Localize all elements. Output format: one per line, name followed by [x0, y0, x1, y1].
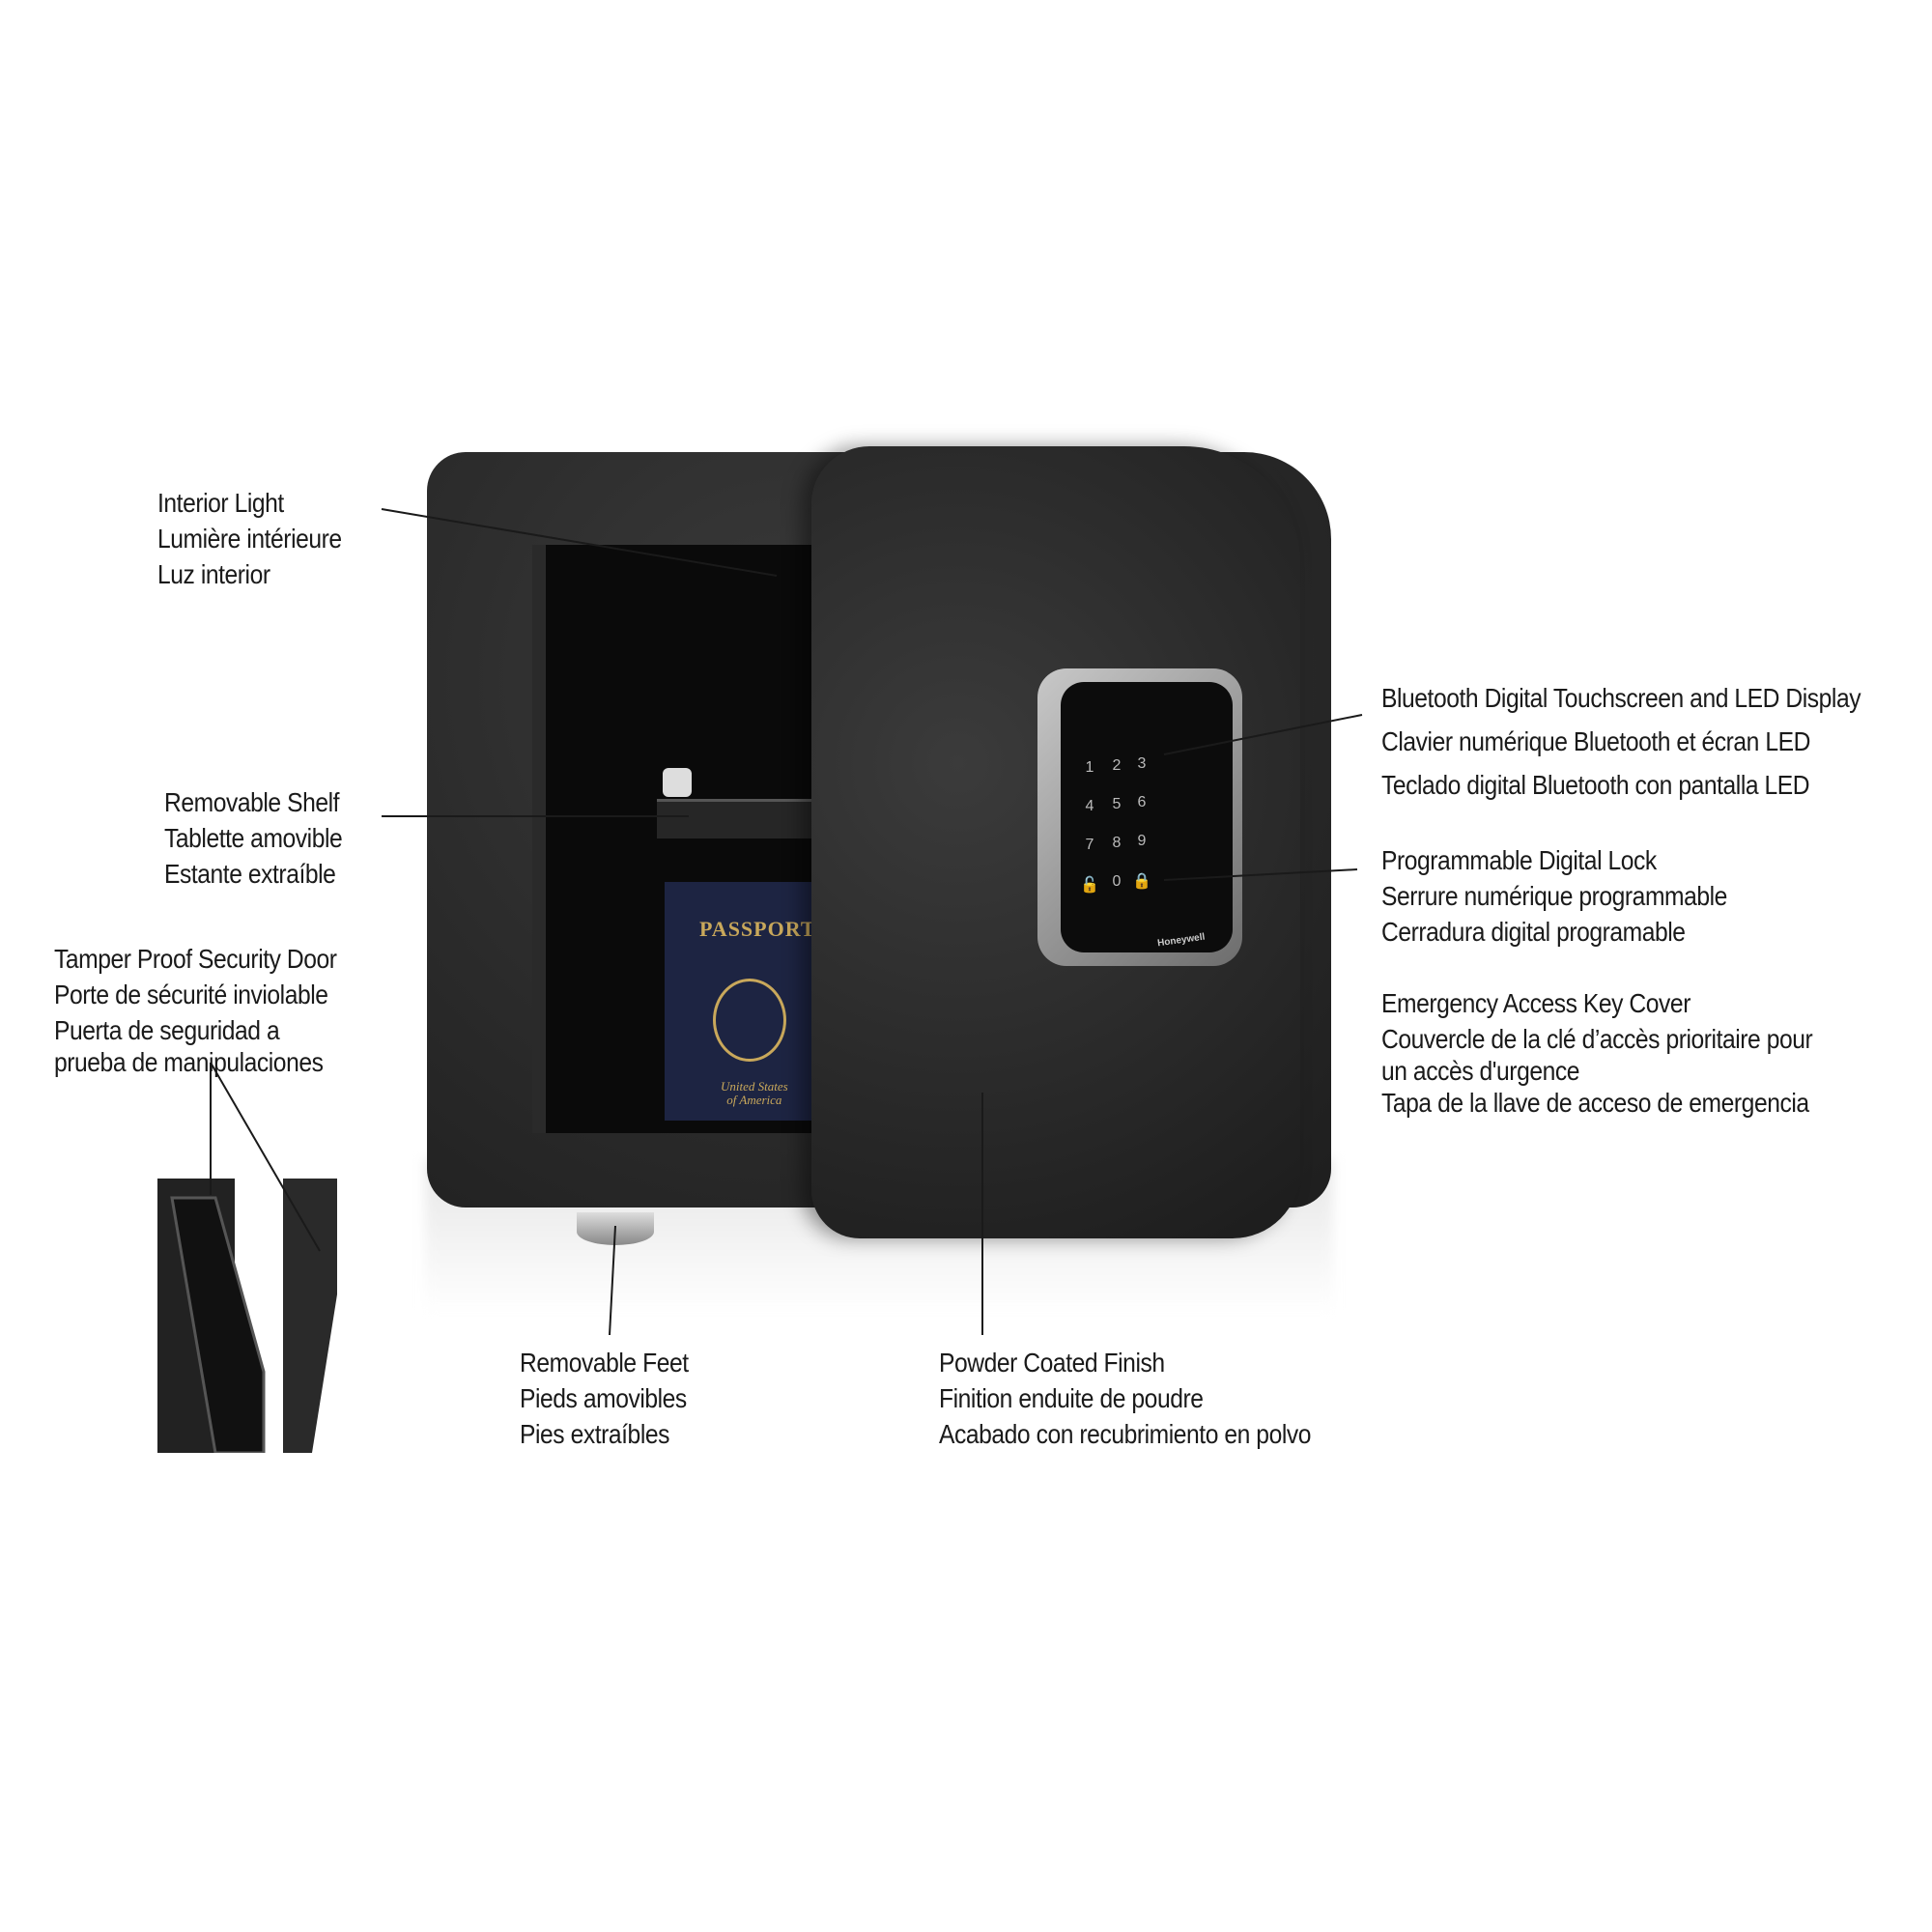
- line-bluetooth: [1163, 714, 1363, 755]
- key-0[interactable]: 0: [1112, 873, 1122, 890]
- door-detail-inset: [157, 1179, 337, 1453]
- callout-bluetooth: Bluetooth Digital Touchscreen and LED Di…: [1381, 683, 1861, 800]
- line-tamper-2: [210, 1062, 321, 1252]
- door-edge-illustration: [157, 1179, 337, 1453]
- line-removable-feet: [609, 1225, 616, 1336]
- digital-keypad[interactable]: 1 2 3 4 5 6 7 8 9 🔓 0 🔒 Honeywell: [1037, 668, 1242, 966]
- key-2[interactable]: 2: [1112, 757, 1122, 774]
- shelf-latch: [663, 768, 692, 797]
- unlock-icon[interactable]: 🔓: [1080, 877, 1099, 894]
- removable-shelf: [657, 799, 821, 838]
- key-3[interactable]: 3: [1137, 755, 1147, 772]
- eagle-seal-icon: [713, 979, 786, 1062]
- passport-title: PASSPORT: [699, 917, 816, 941]
- key-7[interactable]: 7: [1085, 837, 1094, 853]
- lock-icon[interactable]: 🔒: [1132, 873, 1151, 890]
- key-9[interactable]: 9: [1137, 833, 1147, 849]
- key-4[interactable]: 4: [1085, 798, 1094, 814]
- key-8[interactable]: 8: [1112, 835, 1122, 851]
- key-6[interactable]: 6: [1137, 794, 1147, 810]
- touchscreen[interactable]: 1 2 3 4 5 6 7 8 9 🔓 0 🔒 Honeywell: [1061, 682, 1233, 952]
- key-1[interactable]: 1: [1085, 759, 1094, 776]
- line-interior-light: [381, 508, 778, 577]
- line-digital-lock: [1163, 868, 1358, 881]
- key-5[interactable]: 5: [1112, 796, 1122, 812]
